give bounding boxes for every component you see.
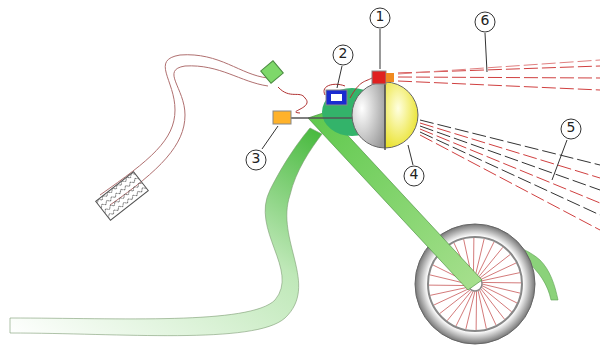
callout-number: 4 [404, 166, 424, 186]
callout-number: 3 [246, 150, 266, 170]
callout-number: 2 [333, 45, 353, 65]
callout-number: 6 [475, 12, 495, 32]
callout-number: 1 [370, 8, 390, 28]
callout-number: 5 [561, 119, 581, 139]
